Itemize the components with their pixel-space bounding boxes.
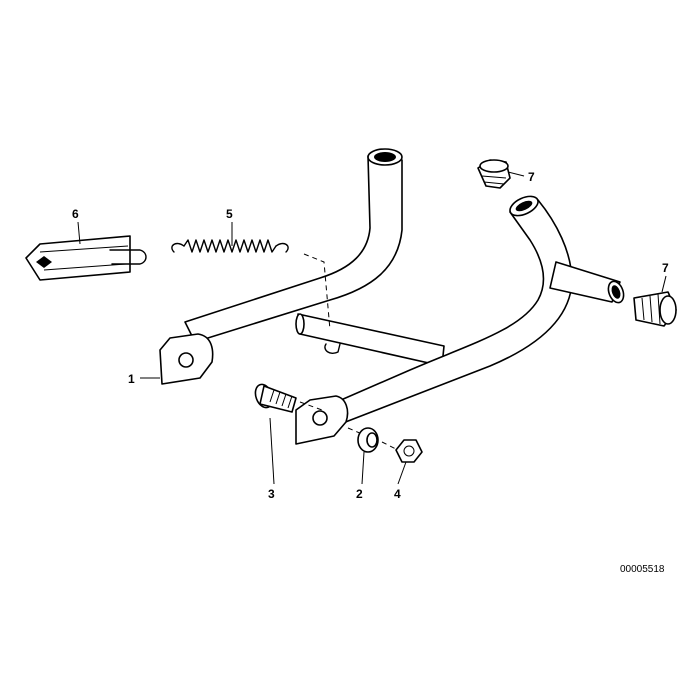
- callout-2: 2: [356, 487, 363, 501]
- hex-nut-part: [395, 439, 423, 463]
- callout-5: 5: [226, 207, 233, 221]
- spring-bracket-part: [25, 235, 147, 281]
- center-stand-frame: [159, 148, 625, 445]
- assembly-line-bolt: [299, 401, 323, 411]
- callout-3: 3: [268, 487, 275, 501]
- callout-leaders: [77, 171, 667, 485]
- callout-1: 1: [128, 372, 135, 386]
- rubber-plug-right-part: [633, 291, 677, 327]
- bolt-part: [254, 383, 297, 413]
- callout-4: 4: [394, 487, 401, 501]
- washer-part: [357, 427, 379, 453]
- assembly-line-spring: [303, 253, 331, 331]
- callout-7-top: 7: [528, 170, 535, 184]
- callout-7-right: 7: [662, 261, 669, 275]
- tension-spring-part: [171, 239, 289, 253]
- document-id: 00005518: [620, 564, 665, 575]
- frame-spring-hook: [324, 343, 341, 354]
- callout-6: 6: [72, 207, 79, 221]
- rubber-plug-top-part: [477, 159, 511, 189]
